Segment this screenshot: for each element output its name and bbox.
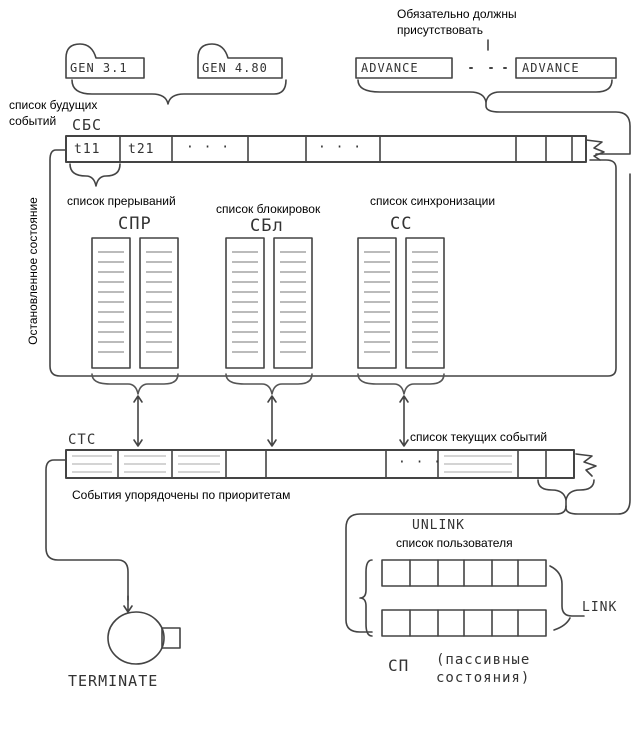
fec-return-line [485,101,631,155]
chain-ss-col-1 [357,237,397,369]
cec-cell-dividers [117,449,547,479]
top-note-line-2: присутствовать [397,23,484,37]
advance-block-1-label: ADVANCE [361,61,419,75]
chain-ss-abbr: СС [390,214,413,234]
gen-block-2 [197,43,283,79]
fec-label-line-1: список будущих [9,98,98,112]
chain-spr-abbr: СПР [118,214,152,234]
user-chain-state-note-1: (пассивные [436,652,531,668]
advance-block-2 [515,57,617,79]
chain-sbl-col-2 [273,237,313,369]
terminate-label: TERMINATE [68,672,159,690]
fec-cell-dots-1: · · · [186,140,231,155]
unlink-label: UNLINK [412,518,465,533]
link-loop [549,565,585,631]
unlink-loop [345,505,567,633]
arrow-spr [133,395,143,447]
advance-block-2-label: ADVANCE [522,61,580,75]
stopped-state-loop [49,149,617,377]
chain-ss-col-2 [405,237,445,369]
fec-cell-dividers [119,135,573,163]
chain-hatching [98,251,438,353]
cec-right-brace [537,479,595,501]
cec-abbr: СТС [68,432,97,448]
chain-spr-label: список прерываний [67,194,176,208]
user-chain-label: список пользователя [396,536,513,550]
chain-sbl-col-1 [225,237,265,369]
chain-spr-brace [91,373,179,395]
chain-spr-col-1 [91,237,131,369]
cec-end-zigzag [575,453,597,477]
advance-brace [357,79,613,103]
user-chain-row-2-cells [409,609,519,637]
fec-bar [65,135,587,163]
chain-sbl-label: список блокировок [216,202,321,216]
terminate-arrow [123,595,133,613]
cec-entry-line [45,459,129,601]
user-chain-brace [359,559,373,637]
user-chain-state-note-2: состояния) [436,670,531,686]
gen-block-2-label: GEN 4.80 [202,61,268,75]
chain-ss-brace [357,373,445,395]
fec-brace [69,163,121,187]
fec-cell-t21: t21 [128,142,155,157]
chain-spr-col-2 [139,237,179,369]
fec-abbr: СБС [72,116,103,134]
fec-label-line-2: событий [9,114,57,128]
chain-ss-label: список синхронизации [370,194,496,208]
terminate-nozzle [161,627,181,649]
top-note-line-1: Обязательно должны [397,7,517,21]
advance-block-1 [355,57,453,79]
fec-end-zigzag [585,139,605,161]
terminate-drum [107,611,165,665]
user-chain-abbr: СП [388,656,410,675]
cec-hatching [72,455,512,473]
chain-sbl-abbr: СБл [250,216,284,236]
user-chain-row-1-cells [409,559,519,587]
cec-label: список текущих событий [410,430,548,444]
gen-block-1-label: GEN 3.1 [70,61,128,75]
cec-bar [65,449,575,479]
top-blocks-brace [71,79,287,105]
arrow-ss [399,395,409,447]
fec-cell-dots-2: · · · [318,140,363,155]
link-label: LINK [582,600,618,615]
gen-block-1 [65,43,145,79]
fec-cell-t11: t11 [74,142,101,157]
cec-return-line [565,173,631,515]
cec-priority-note: События упорядочены по приоритетам [72,488,291,502]
stopped-state-label: Остановленное состояние [26,197,40,345]
cec-cell-dots: · · · [398,455,443,470]
chain-sbl-brace [225,373,313,395]
arrow-sbl [267,395,277,447]
